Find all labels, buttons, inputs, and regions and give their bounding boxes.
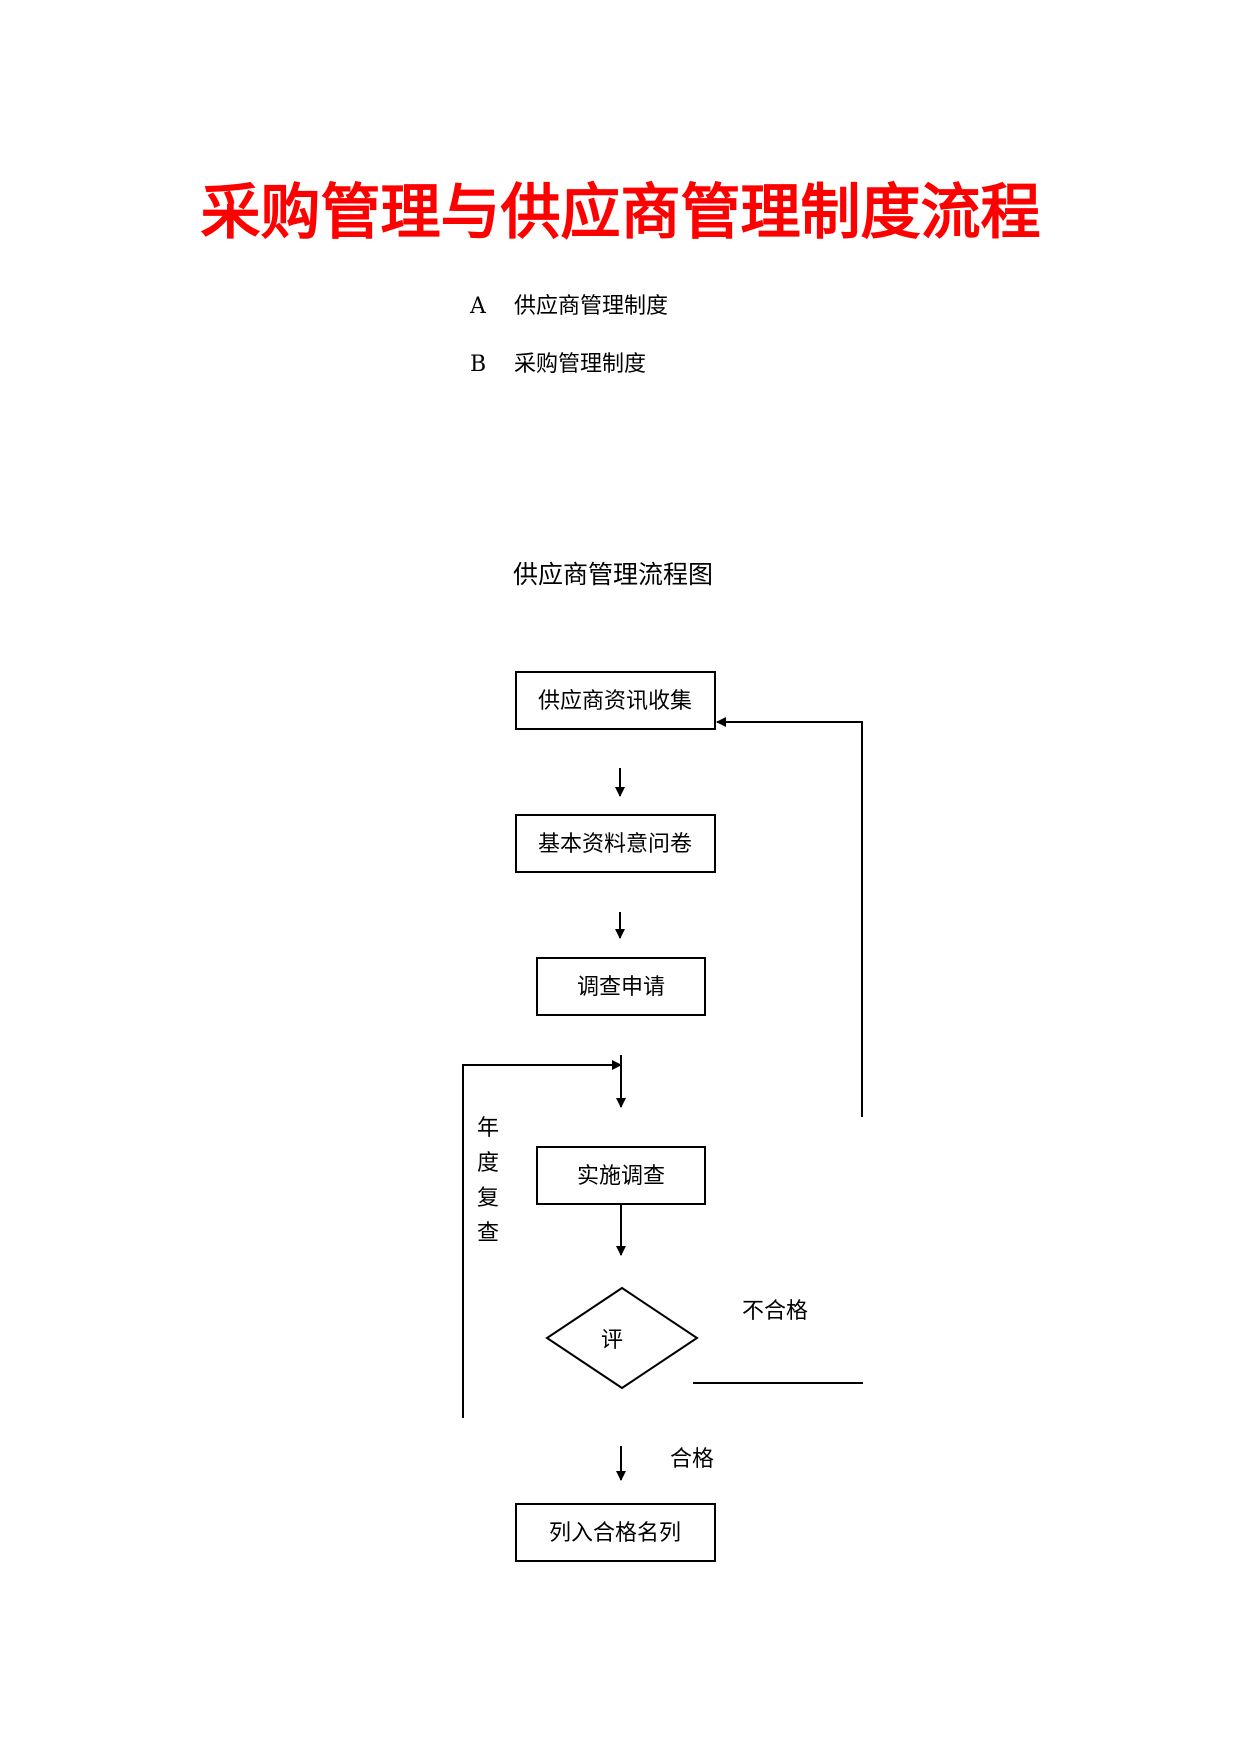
- toc-letter: B: [470, 352, 487, 377]
- edge-label-fail: 不合格: [742, 1299, 808, 1324]
- toc-item-b: B 采购管理制度: [470, 350, 646, 380]
- node-qualified-list-label: 列入合格名列: [549, 1521, 681, 1546]
- arrow-annual-review-loop: [462, 1060, 622, 1418]
- node-collect-label: 供应商资讯收集: [538, 689, 692, 714]
- arrow-fail-loop: [716, 717, 863, 1117]
- node-qualified-list: 列入合格名列: [515, 1503, 716, 1562]
- toc-label: 供应商管理制度: [514, 294, 669, 319]
- node-conduct-survey-label: 实施调查: [577, 1164, 665, 1189]
- node-questionnaire: 基本资料意问卷: [515, 814, 716, 873]
- toc-letter: A: [470, 294, 486, 319]
- side-label-char: 复: [477, 1186, 499, 1211]
- node-survey-request: 调查申请: [536, 957, 706, 1016]
- toc-label: 采购管理制度: [514, 352, 647, 377]
- side-label-char: 查: [477, 1221, 499, 1246]
- node-evaluate-label: 评: [601, 1328, 623, 1353]
- document-title: 采购管理与供应商管理制度流程: [200, 178, 1041, 248]
- node-conduct-survey: 实施调查: [536, 1146, 706, 1205]
- node-collect: 供应商资讯收集: [515, 671, 716, 730]
- side-label-char: 年: [477, 1116, 499, 1141]
- flowchart-title: 供应商管理流程图: [513, 560, 714, 589]
- edge-label-pass: 合格: [670, 1447, 714, 1472]
- node-survey-request-label: 调查申请: [577, 975, 665, 1000]
- node-questionnaire-label: 基本资料意问卷: [538, 832, 692, 857]
- node-evaluate: 评: [545, 1286, 699, 1390]
- toc-item-a: A 供应商管理制度: [470, 292, 668, 322]
- side-label-char: 度: [477, 1151, 499, 1176]
